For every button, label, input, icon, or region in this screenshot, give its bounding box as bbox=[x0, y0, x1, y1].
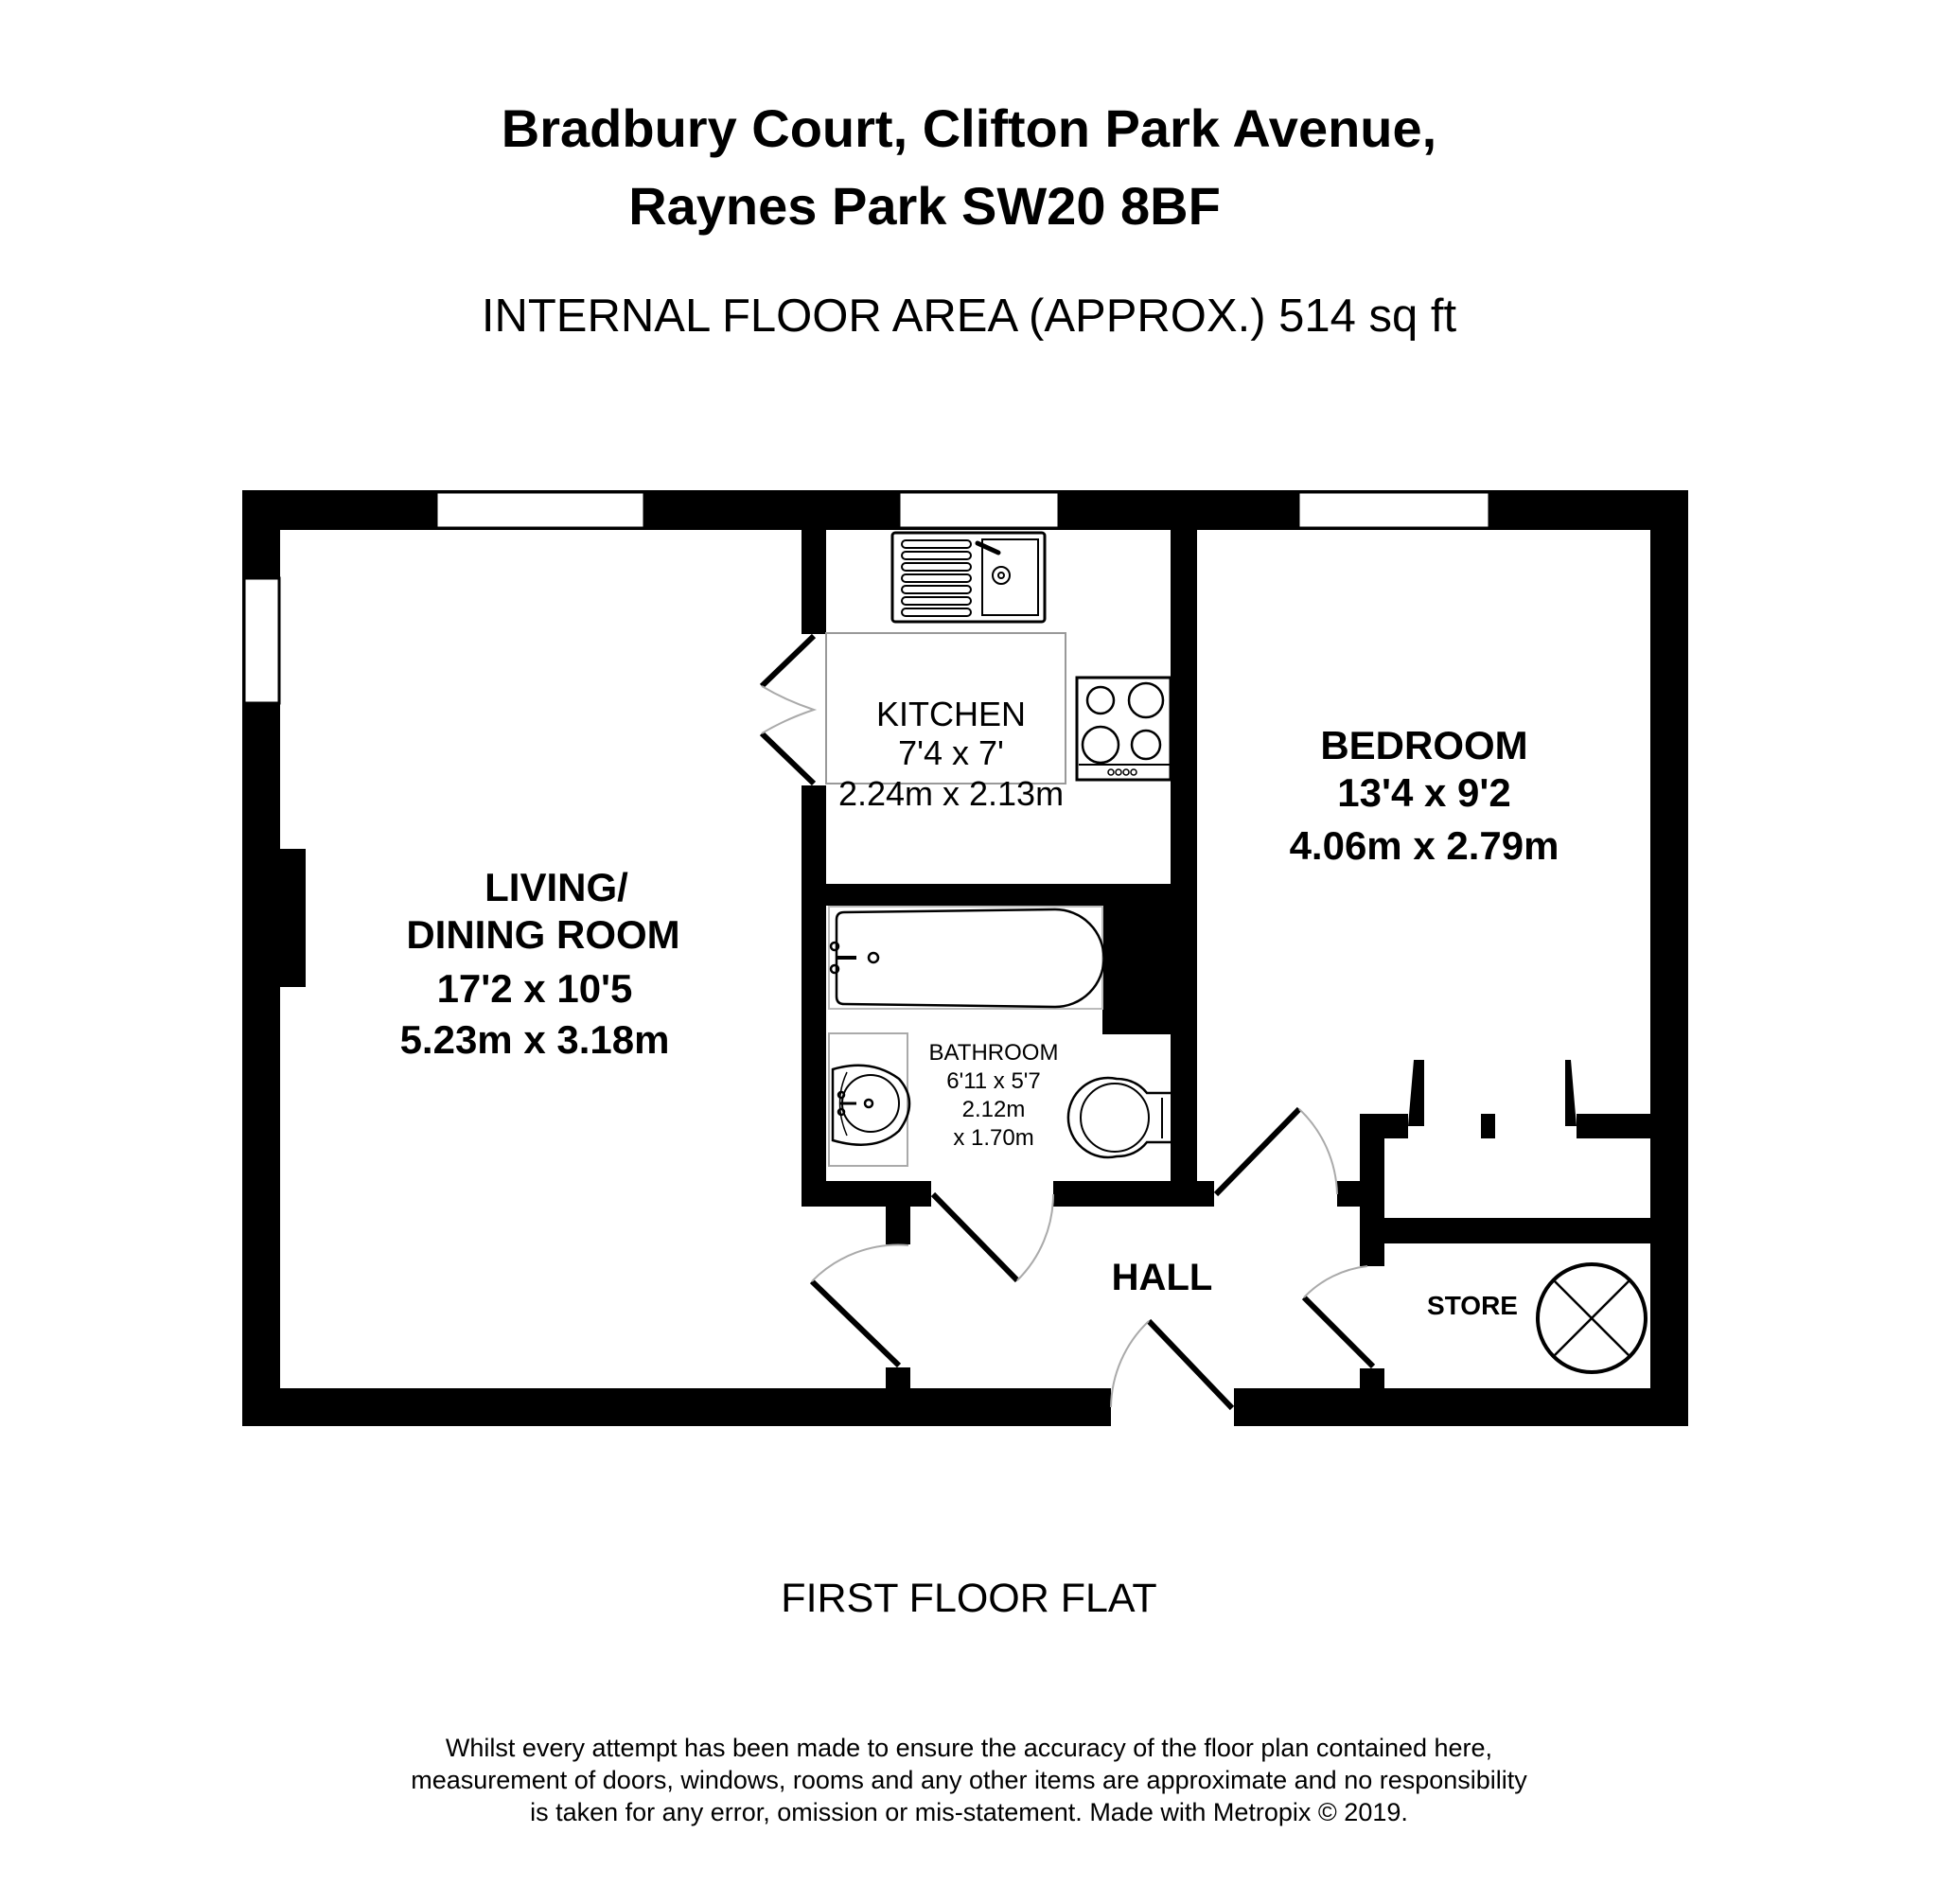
closet-doors bbox=[1408, 1060, 1577, 1126]
wall-kitchen-bath bbox=[802, 884, 1197, 906]
kitchen-name: KITCHEN bbox=[876, 695, 1026, 733]
bedroom-name: BEDROOM bbox=[1320, 723, 1527, 767]
floor-area-label: INTERNAL FLOOR AREA (APPROX.) 514 sq ft bbox=[481, 291, 1457, 342]
kitchen-metric: 2.24m x 2.13m bbox=[838, 774, 1064, 813]
living-room-metric: 5.23m x 3.18m bbox=[400, 1017, 670, 1062]
wall-closet-top-left bbox=[1384, 1114, 1408, 1138]
wall-bath-bottom-right bbox=[1053, 1181, 1214, 1207]
walls bbox=[242, 490, 1688, 1426]
wall-stub-bedroom-door bbox=[1337, 1181, 1362, 1207]
window-living-left bbox=[242, 576, 281, 705]
wall-stub-living-door-top bbox=[886, 1207, 910, 1244]
window-kitchen bbox=[897, 490, 1061, 530]
boiler-cylinder-icon bbox=[1536, 1262, 1647, 1374]
wall-closet-top-right bbox=[1577, 1114, 1650, 1138]
living-room-name-2: DINING ROOM bbox=[406, 912, 679, 957]
wall-stub-living-door-bottom bbox=[886, 1367, 910, 1388]
wall-kitchen-left-upper bbox=[802, 530, 826, 634]
wall-bath-bottom-left bbox=[802, 1181, 931, 1207]
disclaimer: Whilst every attempt has been made to en… bbox=[0, 1732, 1938, 1828]
wall-stub-store-door bbox=[1360, 1368, 1384, 1388]
doors bbox=[759, 633, 1376, 1411]
window-bedroom bbox=[1296, 490, 1491, 530]
bathroom-name: BATHROOM bbox=[929, 1040, 1059, 1066]
store-door-leaf bbox=[1301, 1295, 1376, 1369]
bedroom-imperial: 13'4 x 9'2 bbox=[1337, 770, 1510, 815]
disclaimer-line-2: measurement of doors, windows, rooms and… bbox=[411, 1766, 1527, 1794]
kitchen-counter bbox=[825, 632, 1066, 785]
disclaimer-line-1: Whilst every attempt has been made to en… bbox=[445, 1734, 1493, 1762]
window-living-top bbox=[434, 490, 646, 530]
wall-kitchen-left-lower bbox=[802, 785, 826, 1207]
sink-icon bbox=[890, 531, 1047, 624]
wall-closet-store-divider bbox=[1360, 1218, 1650, 1243]
room-labels: LIVING/ DINING ROOM 17'2 x 10'5 5.23m x … bbox=[400, 695, 1559, 1320]
bedroom-door-leaf bbox=[1213, 1106, 1302, 1197]
bathroom-metric-1: 2.12m bbox=[962, 1097, 1026, 1122]
wall-closet-top-mid bbox=[1481, 1114, 1495, 1138]
bathroom-imperial: 6'11 x 5'7 bbox=[946, 1068, 1040, 1094]
wall-bottom-left bbox=[242, 1388, 1111, 1426]
wall-right bbox=[1650, 490, 1688, 1426]
floor-level-label: FIRST FLOOR FLAT bbox=[781, 1576, 1157, 1621]
chimney-breast bbox=[280, 849, 306, 987]
disclaimer-line-3: is taken for any error, omission or mis-… bbox=[530, 1798, 1408, 1826]
living-room-name-1: LIVING/ bbox=[484, 865, 628, 909]
bath-pillar bbox=[1102, 906, 1171, 1034]
entrance-door-leaf bbox=[1146, 1318, 1235, 1411]
bath-icon bbox=[828, 906, 1105, 1010]
bath-door-leaf bbox=[930, 1191, 1020, 1283]
wall-bedroom-left bbox=[1171, 530, 1197, 1207]
windows bbox=[242, 490, 1491, 705]
wc-icon bbox=[1066, 1076, 1171, 1159]
bathroom-metric-2: x 1.70m bbox=[953, 1125, 1033, 1151]
property-address-line-1: Bradbury Court, Clifton Park Avenue, bbox=[501, 98, 1437, 158]
kitchen-door-leaf-top bbox=[759, 633, 817, 689]
wall-bottom-right bbox=[1234, 1388, 1688, 1426]
kitchen-imperial: 7'4 x 7' bbox=[898, 733, 1004, 772]
hob-icon bbox=[1075, 676, 1172, 782]
living-door-leaf bbox=[809, 1278, 902, 1368]
store-name: STORE bbox=[1427, 1291, 1518, 1320]
bedroom-metric: 4.06m x 2.79m bbox=[1290, 823, 1559, 868]
washbasin-icon bbox=[828, 1032, 911, 1167]
kitchen-door-leaf-bottom bbox=[759, 731, 817, 786]
hall-name: HALL bbox=[1112, 1257, 1213, 1298]
property-address-line-2: Raynes Park SW20 8BF bbox=[628, 176, 1221, 236]
living-room-imperial: 17'2 x 10'5 bbox=[437, 966, 633, 1011]
